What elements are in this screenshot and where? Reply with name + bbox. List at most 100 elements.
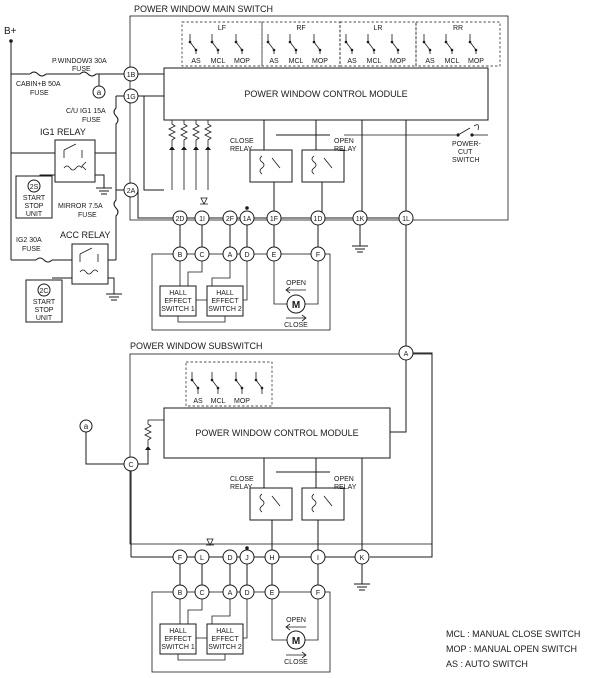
main-control-module (163, 67, 489, 121)
acc-relay-box (71, 243, 109, 285)
svg-text:EFFECT: EFFECT (164, 298, 192, 305)
svg-text:1F: 1F (270, 216, 278, 223)
front-motor-close-label: CLOSE (284, 322, 308, 329)
svg-text:AS: AS (191, 58, 201, 65)
sub-switch-contact-1-terminal (216, 386, 220, 390)
pwindow-fuse-label-1: P.WINDOW3 30A (52, 58, 107, 65)
svg-text:MOP: MOP (234, 398, 250, 405)
svg-text:UNIT: UNIT (36, 315, 53, 322)
sub-switch-contact-3-terminal (254, 378, 258, 382)
sub-switch-contacts (190, 372, 264, 394)
sub-switch-title: POWER WINDOW SUBSWITCH (130, 341, 263, 351)
svg-text:B: B (178, 590, 183, 597)
svg-text:C: C (199, 252, 204, 259)
svg-text:K: K (360, 555, 365, 562)
ground-ig1 (96, 187, 112, 195)
svg-text:HALL: HALL (169, 628, 187, 635)
main-control-module-label: POWER WINDOW CONTROL MODULE (244, 89, 407, 99)
main-close-relay (249, 149, 293, 183)
svg-text:F: F (178, 555, 182, 562)
sub-switch-group (185, 361, 273, 407)
svg-text:STOP: STOP (25, 203, 44, 210)
svg-text:F: F (316, 590, 320, 597)
sub-switch-contact-3-terminal (260, 386, 264, 390)
sub-control-module (163, 407, 391, 459)
ground-acc (106, 293, 122, 301)
front-hall-switch-2 (206, 285, 244, 317)
power-cut-label-3: SWITCH (452, 157, 480, 164)
svg-text:MCL: MCL (211, 398, 226, 405)
svg-text:J: J (245, 555, 249, 562)
rear-motor-pins: B C A D E F (172, 584, 326, 600)
main-switch-contact-3-0 (423, 34, 431, 54)
sub-open-relay (301, 487, 345, 521)
main-switch-contact-2-1-terminal (372, 48, 376, 52)
sub-input-resistor (144, 420, 152, 446)
main-switch-contact-3-0-terminal (422, 40, 426, 44)
cabin-fuse-label-1: CABIN+B 50A (16, 81, 61, 88)
cu-ig1-fuse-label-2: FUSE (82, 117, 101, 124)
ig2-fuse-label-2: FUSE (22, 246, 41, 253)
main-switch-contact-1-0-terminal (272, 48, 276, 52)
svg-text:SWITCH 2: SWITCH 2 (208, 644, 242, 651)
svg-text:E: E (270, 590, 275, 597)
svg-text:B: B (178, 252, 183, 259)
sub-switch-contact-2 (235, 372, 243, 394)
svg-text:D: D (244, 252, 249, 259)
main-open-relay-label-2: RELAY (334, 146, 357, 153)
svg-text:HALL: HALL (169, 290, 187, 297)
main-switch-contact-2-2 (391, 34, 399, 54)
group-lf-label: LF (218, 25, 226, 32)
svg-text:I: I (317, 555, 319, 562)
rear-motor-close-label: CLOSE (284, 659, 308, 666)
main-open-relay-label-1: OPEN (334, 138, 354, 145)
svg-text:AS: AS (425, 58, 435, 65)
svg-text:HALL: HALL (216, 290, 234, 297)
svg-text:MCL: MCL (289, 58, 304, 65)
supply-label: B+ (4, 26, 17, 37)
ground-sub-k (354, 583, 370, 591)
main-switch-contact-0-2-terminal (240, 48, 244, 52)
ig2-fuse-symbol (35, 257, 53, 263)
sub-open-relay-label-2: RELAY (334, 484, 357, 491)
svg-text:a: a (97, 88, 102, 97)
svg-text:M: M (292, 300, 300, 311)
ig1-relay-label: IG1 RELAY (40, 127, 86, 137)
sub-switch-labels: AS MCL MOP (193, 398, 250, 405)
legend-mcl: MCL : MANUAL CLOSE SWITCH (446, 629, 580, 639)
svg-text:1D: 1D (314, 216, 323, 223)
start-stop-unit-2s-id: 2S (30, 184, 39, 191)
main-switch-contact-2-1 (367, 34, 375, 54)
svg-text:2A: 2A (127, 188, 136, 195)
svg-text:F: F (316, 252, 320, 259)
sub-connectors: A C F L D J H I K (123, 345, 414, 565)
main-switch-contact-2-2-terminal (396, 48, 400, 52)
cu-ig1-fuse-symbol (113, 96, 119, 150)
svg-text:a: a (84, 422, 89, 431)
main-switch-labels: AS MCL MOP AS MCL MOP AS MCL MOP AS MCL … (191, 58, 484, 65)
main-switch-contact-1-2-terminal (318, 48, 322, 52)
svg-text:EFFECT: EFFECT (211, 298, 239, 305)
sub-open-relay-label-1: OPEN (334, 476, 354, 483)
main-switch-contact-0-1-terminal (216, 48, 220, 52)
svg-text:M: M (292, 636, 300, 647)
svg-text:C: C (128, 462, 133, 469)
ig2-fuse-label-1: IG2 30A (16, 237, 42, 244)
mirror-fuse-label-1: MIRROR 7.5A (58, 203, 103, 210)
svg-text:1G: 1G (126, 94, 135, 101)
main-switch-contact-1-0-terminal (266, 40, 270, 44)
svg-text:C: C (199, 590, 204, 597)
group-lr-label: LR (374, 25, 383, 32)
svg-text:MCL: MCL (445, 58, 460, 65)
main-switch-contact-3-1-terminal (450, 48, 454, 52)
main-switch-contact-1-1 (289, 34, 297, 54)
ground-main-1k (352, 245, 368, 253)
svg-text:H: H (269, 555, 274, 562)
main-input-resistors (168, 120, 212, 190)
svg-text:D: D (227, 555, 232, 562)
svg-text:1L: 1L (402, 216, 410, 223)
main-switch-contact-2-1-terminal (366, 40, 370, 44)
cabin-fuse-label-2: FUSE (30, 90, 49, 97)
svg-text:START: START (23, 195, 46, 202)
main-switch-contact-3-1 (445, 34, 453, 54)
